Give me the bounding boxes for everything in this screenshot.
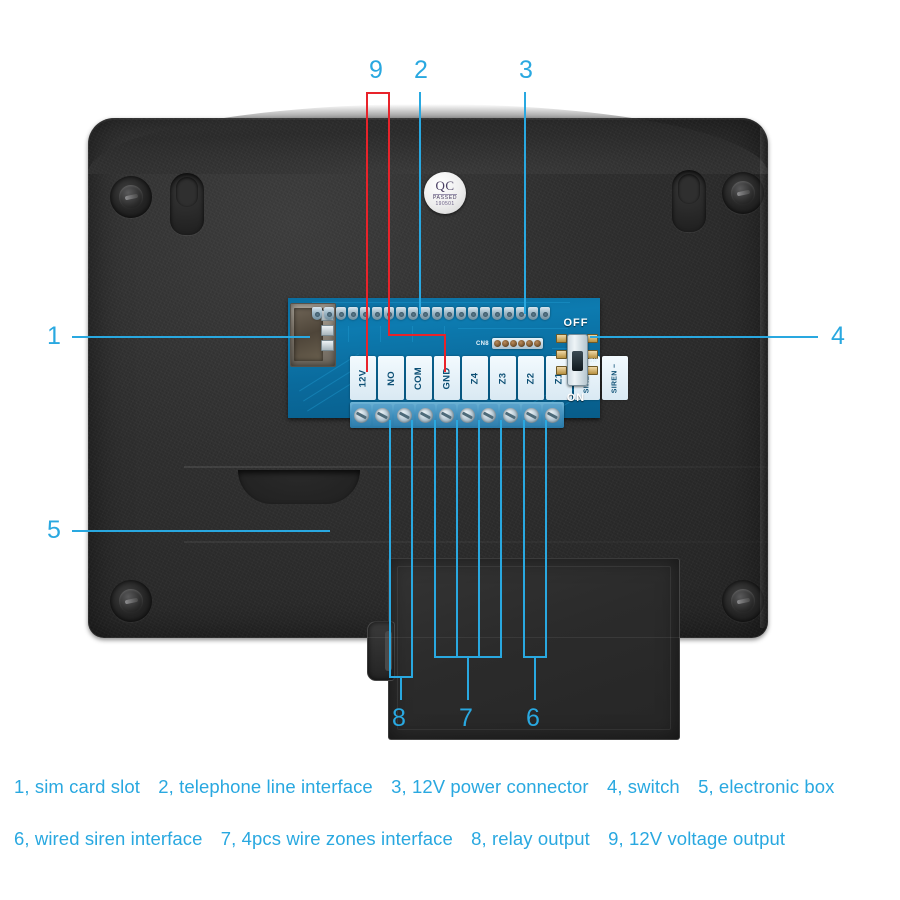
callout-8-stem <box>400 676 402 700</box>
callout-1-leader <box>72 336 310 338</box>
callout-7-leader-z3 <box>456 420 458 658</box>
terminal-screw-siren-minus[interactable] <box>542 404 563 426</box>
callout-9-leader-right <box>388 92 390 334</box>
callout-7-leader-z4 <box>434 420 436 658</box>
callout-number-4: 4 <box>831 322 845 350</box>
switch-off-label: OFF <box>563 317 589 329</box>
terminal-screw-z2[interactable] <box>479 404 499 426</box>
switch-lever[interactable] <box>572 351 583 371</box>
mounting-screw-top-right <box>722 172 764 214</box>
housing-top-arch <box>88 104 768 174</box>
terminal-label-row: 12V NO COM GND Z4 Z3 Z2 Z1 SIREN + SIREN… <box>350 356 628 400</box>
power-slide-switch[interactable]: OFF SW ON <box>556 317 598 404</box>
legend-line-2: 6, wired siren interface 7, 4pcs wire zo… <box>14 828 894 850</box>
legend-item-1: 1, sim card slot <box>14 776 140 797</box>
telephone-line-interface-pads <box>312 307 550 320</box>
legend-item-9: 9, 12V voltage output <box>608 828 786 849</box>
qc-code-text: 190501 <box>435 201 455 208</box>
housing-seam-upper <box>184 466 770 468</box>
callout-8-leader-a <box>389 420 391 678</box>
mounting-screw-bottom-right <box>722 580 764 622</box>
callout-2-leader <box>419 92 421 314</box>
callout-number-2: 2 <box>414 56 428 84</box>
qc-status-text: PASSED <box>432 193 458 202</box>
switch-silkscreen-label: SW <box>589 358 598 364</box>
terminal-screw-12v[interactable] <box>352 404 372 426</box>
callout-6-leader-plus <box>523 420 525 658</box>
switch-pins-right <box>587 334 598 375</box>
callout-5-leader <box>72 530 330 532</box>
terminal-screw-z1[interactable] <box>500 404 520 426</box>
terminal-label-com: COM <box>406 356 432 400</box>
callout-6-leader-minus <box>545 420 547 658</box>
callout-number-1: 1 <box>47 322 61 350</box>
callout-4-leader <box>590 336 818 338</box>
terminal-screw-z4[interactable] <box>436 404 457 426</box>
screw-terminal-block[interactable] <box>350 402 564 428</box>
legend-item-8: 8, relay output <box>471 828 590 849</box>
terminal-label-z4: Z4 <box>462 356 488 400</box>
terminal-screw-gnd[interactable] <box>415 404 435 426</box>
terminal-label-gnd: GND <box>434 356 460 400</box>
mounting-screw-bottom-left <box>110 580 152 622</box>
callout-number-5: 5 <box>47 516 61 544</box>
switch-pins-left <box>556 334 567 375</box>
terminal-label-no: NO <box>378 356 404 400</box>
callout-number-9: 9 <box>369 56 383 84</box>
housing-right-edge-highlight <box>760 128 768 628</box>
callout-9-branch-drop <box>444 334 446 372</box>
legend-item-5: 5, electronic box <box>698 776 835 797</box>
terminal-label-12v: 12V <box>350 356 376 400</box>
terminal-screw-z3[interactable] <box>458 404 478 426</box>
battery-compartment-door[interactable] <box>367 558 680 740</box>
housing-cable-notch <box>238 470 360 504</box>
terminal-screw-no[interactable] <box>373 404 393 426</box>
callout-9-leader-left <box>366 92 368 372</box>
cn8-pin-header: CN8 <box>476 338 543 349</box>
switch-on-label: ON <box>566 392 586 404</box>
terminal-label-z2: Z2 <box>518 356 544 400</box>
callout-number-8: 8 <box>392 704 406 732</box>
callout-3-leader <box>524 92 526 314</box>
legend-line-1: 1, sim card slot 2, telephone line inter… <box>14 776 894 798</box>
cn8-silkscreen-label: CN8 <box>476 340 489 347</box>
battery-door-inner-border <box>397 566 671 730</box>
legend-item-4: 4, switch <box>606 776 680 797</box>
callout-8-leader-b <box>411 420 413 678</box>
legend-item-6: 6, wired siren interface <box>14 828 203 849</box>
callout-number-3: 3 <box>519 56 533 84</box>
callout-7-stem <box>467 656 469 700</box>
callout-6-stem <box>534 656 536 700</box>
terminal-label-siren-minus: SIREN − <box>602 356 628 400</box>
switch-body[interactable] <box>567 334 588 386</box>
mounting-screw-top-left <box>110 176 152 218</box>
qc-mark-text: QC <box>435 177 455 193</box>
callout-9-bracket-top <box>366 92 390 94</box>
terminal-screw-com[interactable] <box>394 404 414 426</box>
callout-number-7: 7 <box>459 704 473 732</box>
wall-mount-keyhole-right <box>672 170 706 232</box>
legend-item-7: 7, 4pcs wire zones interface <box>220 828 453 849</box>
qc-passed-sticker: QC PASSED 190501 <box>424 172 466 214</box>
terminal-screw-siren-plus[interactable] <box>521 404 541 426</box>
callout-7-leader-z1 <box>500 420 502 658</box>
legend-item-3: 3, 12V power connector <box>391 776 589 797</box>
cn8-header-body <box>491 338 543 349</box>
legend-item-2: 2, telephone line interface <box>158 776 373 797</box>
wall-mount-keyhole-left <box>170 173 204 235</box>
callout-number-6: 6 <box>526 704 540 732</box>
housing-seam-lower <box>184 541 770 543</box>
terminal-label-z3: Z3 <box>490 356 516 400</box>
callout-9-branch-horizontal <box>388 334 446 336</box>
callout-7-leader-z2 <box>478 420 480 658</box>
